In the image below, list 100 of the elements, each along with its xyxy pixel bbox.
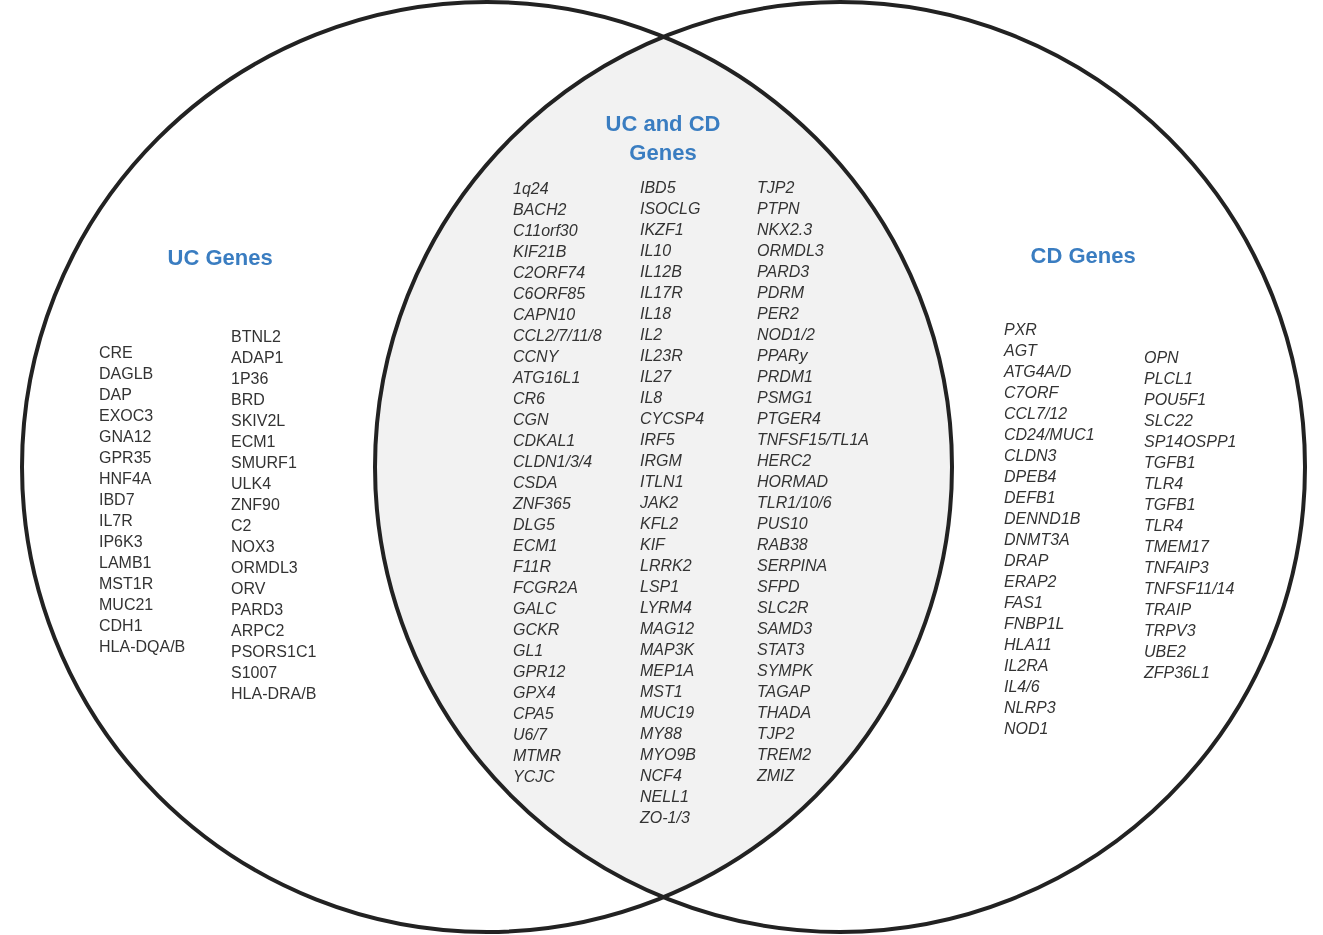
set-heading: CD Genes bbox=[1030, 242, 1136, 270]
gene-name: KIF bbox=[640, 535, 665, 554]
gene-name: ARPC2 bbox=[231, 621, 285, 640]
gene-name: POU5F1 bbox=[1144, 390, 1207, 409]
gene-name: IL2 bbox=[640, 325, 663, 344]
gene-name: SYMPK bbox=[757, 661, 813, 680]
gene-name: GNA12 bbox=[99, 427, 152, 446]
venn-circle bbox=[373, 0, 1307, 934]
gene-name: ZFP36L1 bbox=[1144, 663, 1210, 682]
gene-name: ITLN1 bbox=[640, 472, 684, 491]
gene-name: CR6 bbox=[513, 389, 545, 408]
gene-name: YCJC bbox=[513, 767, 555, 786]
gene-name: HLA-DQA/B bbox=[99, 637, 186, 656]
gene-name: NKX2.3 bbox=[757, 220, 813, 239]
gene-name: CD24/MUC1 bbox=[1004, 425, 1095, 444]
gene-name: SLC2R bbox=[757, 598, 809, 617]
gene-name: NOD1 bbox=[1004, 719, 1049, 738]
gene-name: CPA5 bbox=[513, 704, 554, 723]
gene-name: BACH2 bbox=[513, 200, 567, 219]
gene-name: ORV bbox=[231, 579, 266, 598]
gene-name: THADA bbox=[757, 703, 812, 722]
gene-name: PARD3 bbox=[757, 262, 810, 281]
gene-name: 1P36 bbox=[231, 369, 269, 388]
gene-name: ZMIZ bbox=[757, 766, 795, 785]
gene-name: MUC21 bbox=[99, 595, 154, 614]
gene-name: LYRM4 bbox=[640, 598, 692, 617]
gene-name: TMEM17 bbox=[1144, 537, 1209, 556]
gene-name: CRE bbox=[99, 343, 133, 362]
gene-name: SP14OSPP1 bbox=[1144, 432, 1237, 451]
gene-name: HERC2 bbox=[757, 451, 812, 470]
gene-name: IBD7 bbox=[99, 490, 135, 509]
gene-name: SLC22 bbox=[1144, 411, 1193, 430]
gene-name: ZNF365 bbox=[513, 494, 571, 513]
gene-name: DNMT3A bbox=[1004, 530, 1070, 549]
gene-name: ZNF90 bbox=[231, 495, 280, 514]
gene-name: BRD bbox=[231, 390, 265, 409]
gene-name: PXR bbox=[1004, 320, 1037, 339]
gene-name: F11R bbox=[513, 557, 551, 576]
gene-name: CCL7/12 bbox=[1004, 404, 1068, 423]
gene-name: ORMDL3 bbox=[757, 241, 824, 260]
gene-name: OPN bbox=[1144, 348, 1179, 367]
gene-name: ZO-1/3 bbox=[640, 808, 690, 827]
gene-name: DENND1B bbox=[1004, 509, 1081, 528]
gene-name: MYO9B bbox=[640, 745, 696, 764]
gene-name: IBD5 bbox=[640, 178, 676, 197]
gene-name: CSDA bbox=[513, 473, 558, 492]
gene-name: TNFSF11/14 bbox=[1144, 579, 1235, 598]
gene-name: SFPD bbox=[757, 577, 800, 596]
gene-name: IL17R bbox=[640, 283, 683, 302]
gene-name: ERAP2 bbox=[1004, 572, 1057, 591]
gene-name: IL12B bbox=[640, 262, 682, 281]
gene-name: DPEB4 bbox=[1004, 467, 1057, 486]
gene-name: TRPV3 bbox=[1144, 621, 1196, 640]
gene-name: BTNL2 bbox=[231, 327, 281, 346]
gene-name: PTPN bbox=[757, 199, 800, 218]
gene-name: C6ORF85 bbox=[513, 284, 586, 303]
gene-name: KIF21B bbox=[513, 242, 567, 261]
gene-name: PER2 bbox=[757, 304, 799, 323]
gene-name: CYCSP4 bbox=[640, 409, 705, 428]
gene-name: IL27 bbox=[640, 367, 672, 386]
gene-name: MST1R bbox=[99, 574, 154, 593]
gene-name: GPR12 bbox=[513, 662, 566, 681]
gene-name: TGFB1 bbox=[1144, 453, 1196, 472]
set-heading: UC and CD Genes bbox=[604, 110, 722, 167]
gene-name: PDRM bbox=[757, 283, 805, 302]
gene-name: TJP2 bbox=[757, 724, 795, 743]
gene-name: ISOCLG bbox=[640, 199, 701, 218]
gene-name: IL7R bbox=[99, 511, 133, 530]
gene-name: IL2RA bbox=[1004, 656, 1049, 675]
gene-name: AGT bbox=[1004, 341, 1037, 360]
gene-name: SERPINA bbox=[757, 556, 828, 575]
gene-name: FNBP1L bbox=[1004, 614, 1065, 633]
gene-name: MTMR bbox=[513, 746, 561, 765]
gene-name: NOX3 bbox=[231, 537, 275, 556]
overlap-region bbox=[375, 36, 952, 898]
gene-name: KFL2 bbox=[640, 514, 679, 533]
gene-name: SAMD3 bbox=[757, 619, 813, 638]
gene-name: TLR4 bbox=[1144, 516, 1184, 535]
gene-name: TJP2 bbox=[757, 178, 795, 197]
gene-name: ULK4 bbox=[231, 474, 272, 493]
gene-name: IL18 bbox=[640, 304, 672, 323]
gene-name: IRGM bbox=[640, 451, 682, 470]
gene-name: PSMG1 bbox=[757, 388, 813, 407]
gene-name: S1007 bbox=[231, 663, 278, 682]
gene-name: NOD1/2 bbox=[757, 325, 815, 344]
gene-name: PLCL1 bbox=[1144, 369, 1193, 388]
gene-name: PPARy bbox=[757, 346, 808, 365]
gene-name: MST1 bbox=[640, 682, 683, 701]
gene-name: PTGER4 bbox=[757, 409, 821, 428]
gene-name: SKIV2L bbox=[231, 411, 286, 430]
gene-name: DAP bbox=[99, 385, 132, 404]
gene-name: FAS1 bbox=[1004, 593, 1043, 612]
gene-name: IL4/6 bbox=[1004, 677, 1040, 696]
gene-name: ATG16L1 bbox=[513, 368, 581, 387]
gene-name: DEFB1 bbox=[1004, 488, 1056, 507]
gene-name: CLDN1/3/4 bbox=[513, 452, 593, 471]
gene-name: TRAIP bbox=[1144, 600, 1192, 619]
gene-name: HORMAD bbox=[757, 472, 829, 491]
gene-name: SMURF1 bbox=[231, 453, 297, 472]
gene-name: EXOC3 bbox=[99, 406, 154, 425]
